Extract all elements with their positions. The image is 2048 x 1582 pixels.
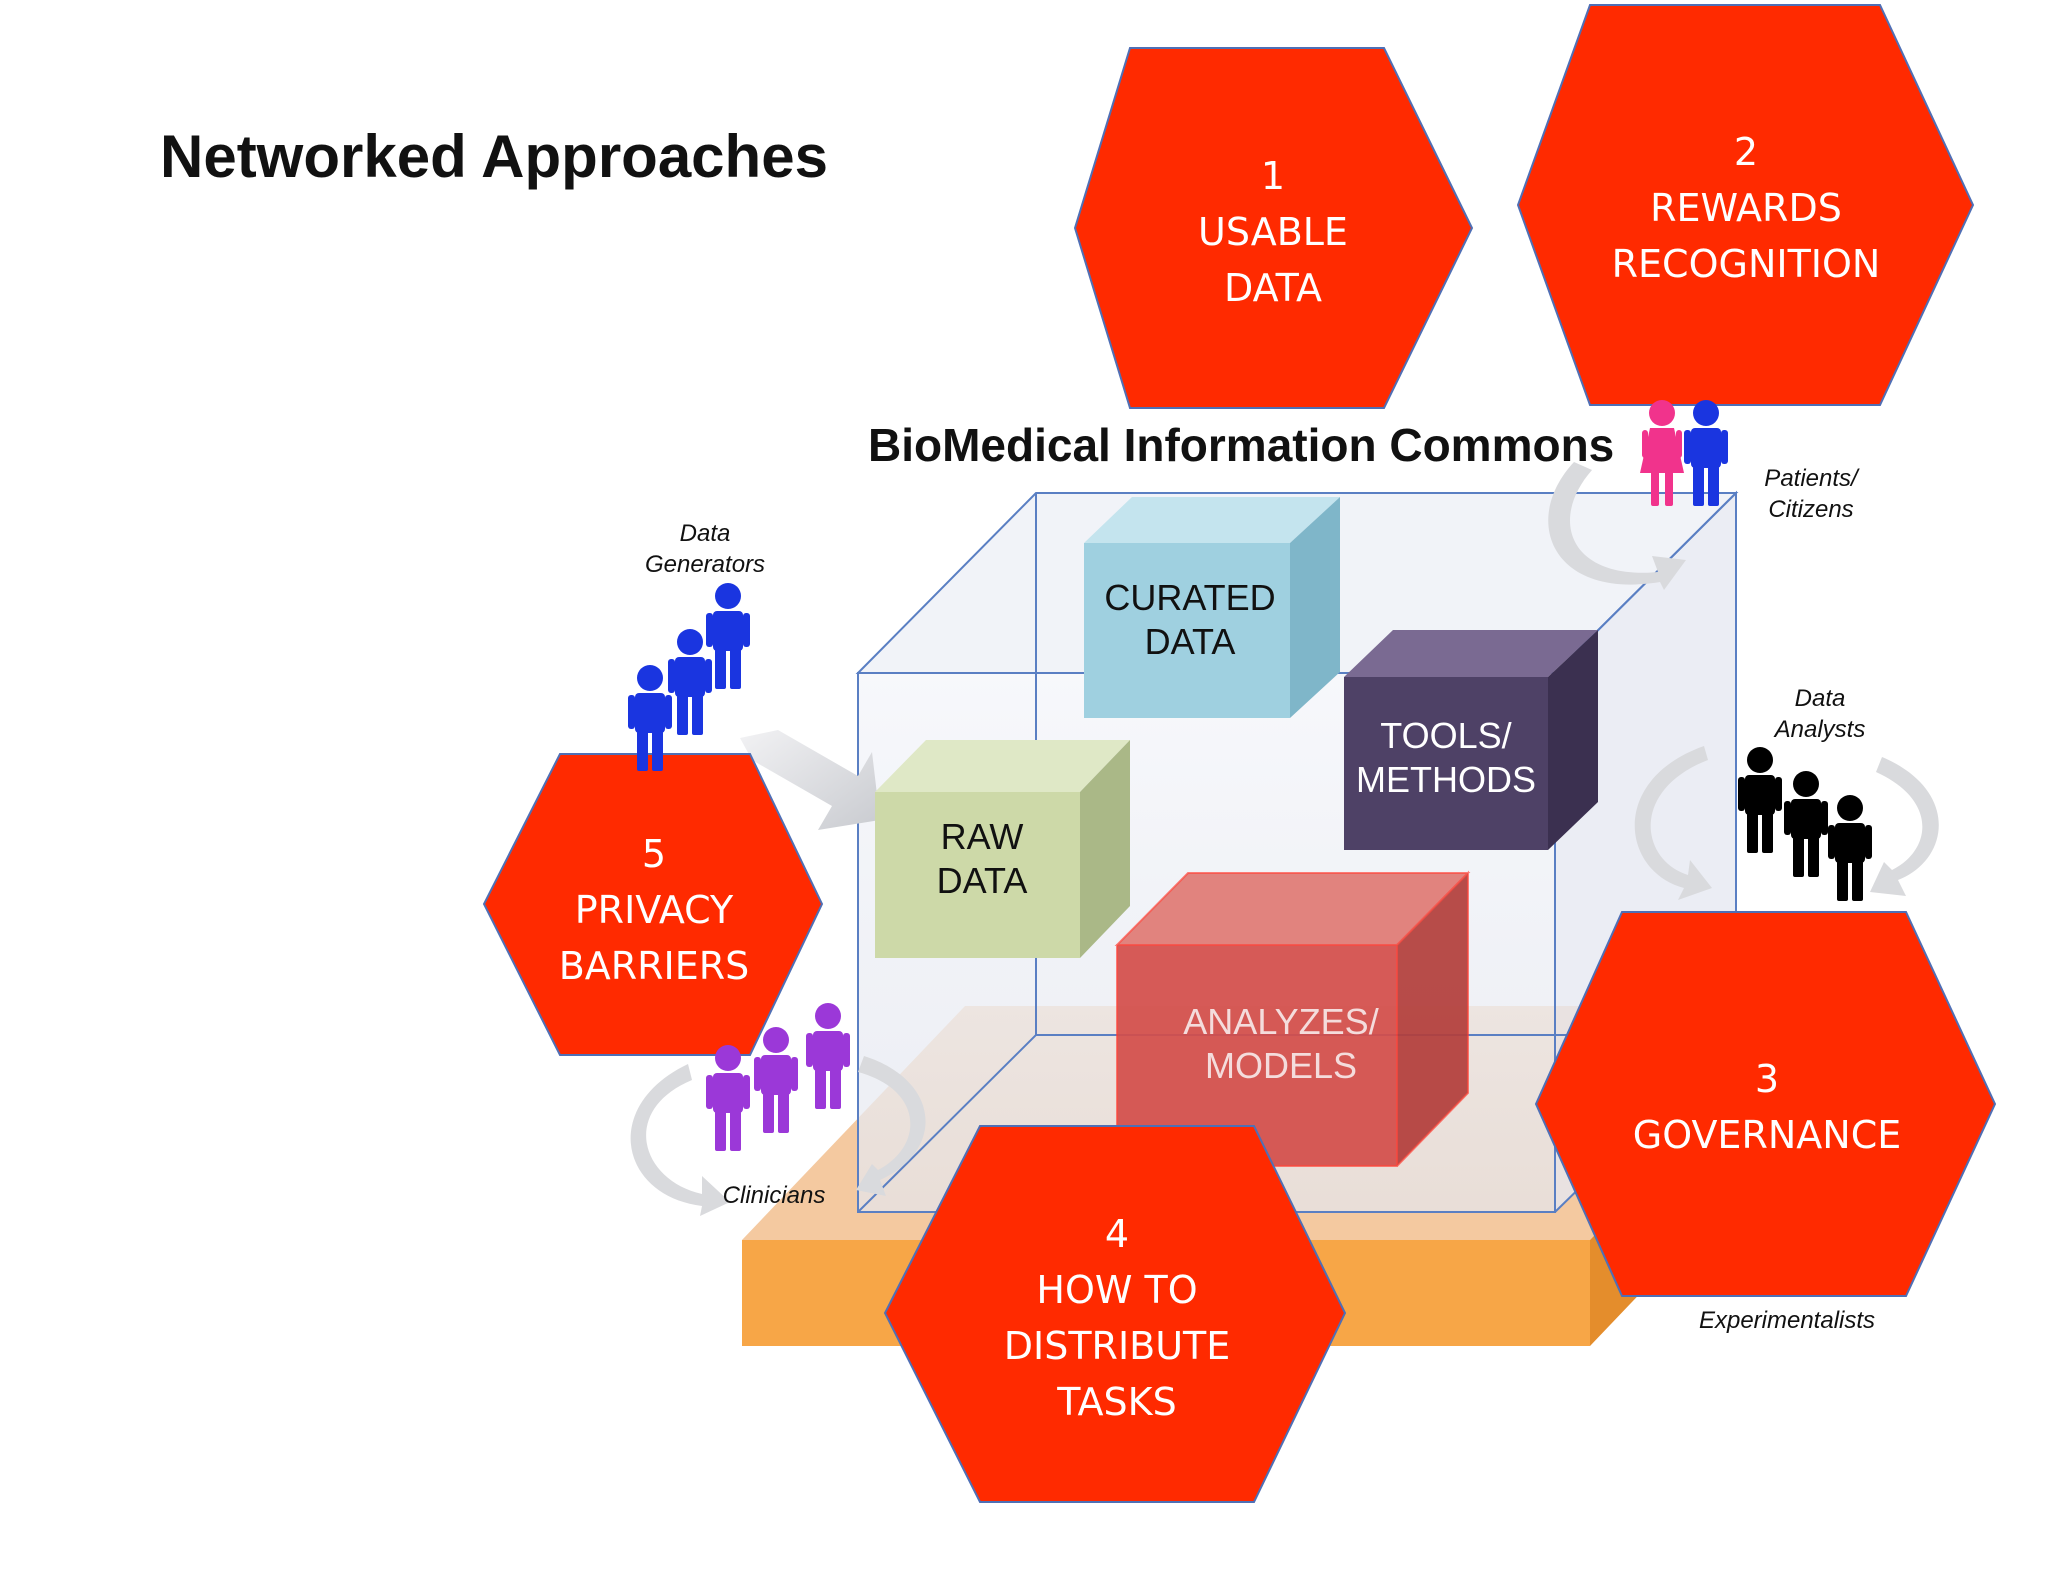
commons-title: BioMedical Information Commons (868, 419, 1615, 471)
tools-methods-box (1344, 630, 1598, 850)
experimentalists-label: Experimentalists (1698, 1307, 1876, 1334)
patients-citizens-label: Patients/ Citizens (1764, 465, 1858, 523)
challenge-2-label: 2 REWARDS RECOGNITION (1611, 130, 1881, 286)
analysts-cycle-arrow-left (1634, 746, 1712, 900)
analysts-cycle-arrow-right (1870, 757, 1939, 896)
analyzes-models-label: ANALYZES/ MODELS (1183, 1001, 1379, 1086)
challenge-5-label: 5 PRIVACY BARRIERS (558, 832, 750, 988)
challenge-1-label: 1 USABLE DATA (1198, 154, 1348, 310)
hexagon-privacy-barriers (482, 753, 824, 1056)
challenge-3-label: 3 GOVERNANCE (1632, 1057, 1902, 1157)
clinicians-cycle-arrow-right (856, 1056, 926, 1196)
data-generators-label: Data Generators (644, 520, 766, 578)
tools-methods-label: TOOLS/ METHODS (1356, 715, 1536, 800)
hexagon-rewards-recognition (1516, 4, 1975, 406)
curated-data-label: CURATED DATA (1104, 577, 1276, 662)
curated-data-box (1084, 497, 1340, 718)
patients-female-icon (1640, 400, 1684, 506)
patients-cycle-arrow (1548, 462, 1686, 590)
data-analysts-label: Data Analysts (1774, 685, 1866, 743)
clinicians-label: Clinicians (722, 1182, 826, 1209)
data-generators-icon (628, 583, 750, 771)
hexagon-usable-data (1073, 47, 1474, 409)
data-flow-arrow (740, 730, 880, 830)
analyzes-models-box (1114, 870, 1471, 1167)
raw-data-box (875, 740, 1130, 958)
challenge-4-label: 4 HOW TO DISTRIBUTE TASKS (1003, 1212, 1231, 1424)
clinicians-cycle-arrow-left (630, 1064, 730, 1216)
data-analysts-icon (1738, 747, 1872, 901)
hexagon-governance (1534, 911, 1997, 1297)
hexagon-distribute-tasks (883, 1125, 1347, 1503)
page-title: Networked Approaches (160, 123, 828, 190)
patients-male-icon (1684, 400, 1728, 506)
raw-data-label: RAW DATA (936, 816, 1028, 901)
